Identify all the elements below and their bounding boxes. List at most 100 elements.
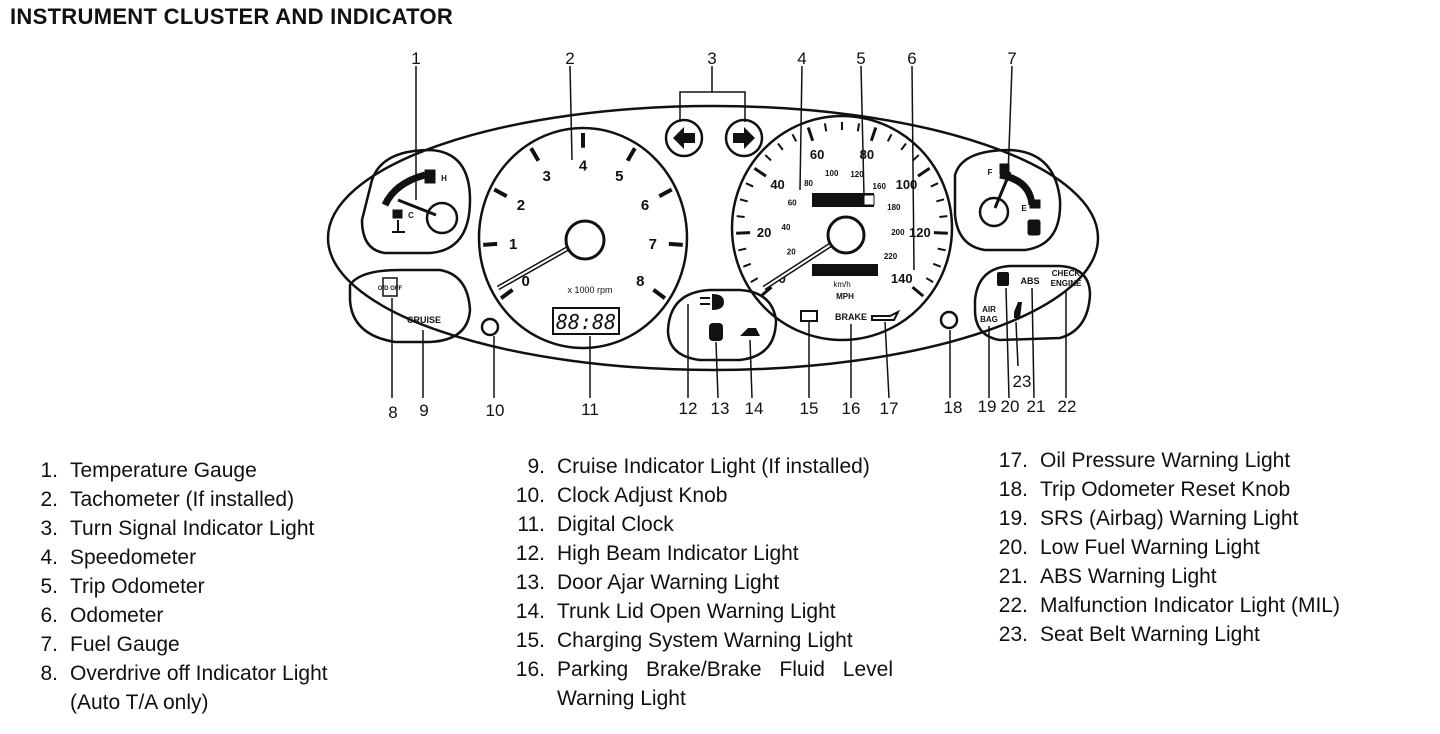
trunk-open-icon bbox=[740, 328, 760, 336]
legend-item: 3. Turn Signal Indicator Light bbox=[20, 514, 328, 543]
legend-item-text: Odometer bbox=[70, 604, 164, 627]
callout-11: 11 bbox=[581, 400, 599, 419]
air-bag-label-2: BAG bbox=[980, 315, 998, 324]
legend-item-text: Low Fuel Warning Light bbox=[1040, 536, 1260, 559]
turn-signal-indicators bbox=[664, 118, 764, 158]
speedometer-mph-label: 100 bbox=[896, 177, 918, 192]
trip-odometer-display bbox=[812, 193, 874, 207]
callout-14: 14 bbox=[745, 399, 764, 418]
legend-item-number: 5. bbox=[40, 575, 58, 598]
legend-item: 6.Odometer bbox=[20, 601, 328, 630]
tachometer-face bbox=[477, 126, 689, 350]
callout-15: 15 bbox=[800, 399, 819, 418]
tachometer-unit: x 1000 rpm bbox=[567, 285, 612, 295]
speedometer-kmh-label: 40 bbox=[782, 223, 791, 232]
speedometer-needle bbox=[762, 215, 866, 291]
callout-18: 18 bbox=[944, 398, 963, 417]
legend-item-number: 14. bbox=[515, 600, 545, 623]
speedometer-tick bbox=[745, 182, 754, 188]
callout-16: 16 bbox=[842, 399, 861, 418]
callout-21: 21 bbox=[1027, 397, 1046, 416]
speedometer-tick bbox=[736, 231, 751, 235]
trip-reset-knob[interactable] bbox=[939, 310, 959, 330]
tachometer-tick-label: 3 bbox=[543, 168, 551, 185]
legend-item-text: Cruise Indicator Light (If installed) bbox=[557, 455, 870, 478]
legend-item-text: Fuel Gauge bbox=[70, 633, 180, 656]
legend-item-number: 16. bbox=[515, 658, 545, 681]
legend-item-text: Door Ajar Warning Light bbox=[557, 571, 780, 594]
speedometer-kmh-label: 200 bbox=[891, 228, 905, 237]
legend-item: 22.Malfunction Indicator Light (MIL) bbox=[988, 591, 1340, 620]
legend-item: 5.Trip Odometer bbox=[20, 572, 328, 601]
tachometer-tick bbox=[668, 241, 683, 247]
air-bag-label-1: AIR bbox=[982, 305, 996, 314]
legend-item-text: Speedometer bbox=[70, 546, 197, 569]
speedometer-tick bbox=[738, 247, 747, 252]
speedometer-tick bbox=[753, 167, 767, 178]
high-beam-icon bbox=[712, 294, 724, 310]
overdrive-off-icon bbox=[382, 277, 398, 297]
legend-item-number: 21. bbox=[998, 565, 1028, 588]
tachometer-tick bbox=[499, 288, 514, 300]
legend-item-number: 4. bbox=[40, 546, 58, 569]
speedometer-tick bbox=[886, 133, 893, 142]
center-pod-icons bbox=[700, 294, 760, 341]
tachometer-tick bbox=[493, 187, 508, 199]
legend-item: 8.Overdrive off Indicator Light bbox=[20, 659, 327, 688]
brake-warning-label: BRAKE bbox=[835, 312, 867, 322]
oil-can-icon bbox=[871, 309, 901, 321]
temp-hot-label: H bbox=[441, 174, 447, 183]
legend-item-number: 1. bbox=[40, 459, 58, 482]
speedometer-tick bbox=[739, 198, 748, 203]
speedometer-tick bbox=[925, 277, 934, 283]
legend-item-number: 3. bbox=[40, 517, 58, 540]
fuel-full-label: F bbox=[988, 168, 993, 177]
speedometer-tick bbox=[912, 154, 920, 162]
temp-cold-label: C bbox=[408, 211, 414, 220]
speedometer-tick bbox=[936, 198, 945, 203]
speedometer-mph-label: 60 bbox=[810, 147, 824, 162]
legend-item-text: Seat Belt Warning Light bbox=[1040, 623, 1260, 646]
callout-8: 8 bbox=[388, 403, 397, 422]
speedometer-tick bbox=[777, 142, 784, 151]
legend-item: 4. Speedometer bbox=[20, 543, 328, 572]
odometer-display bbox=[812, 264, 878, 276]
fuel-gauge bbox=[978, 163, 1041, 236]
cruise-indicator-label: CRUISE bbox=[407, 315, 441, 325]
legend-item: 9.Cruise Indicator Light (If installed) bbox=[505, 452, 893, 481]
speedometer-mph-label: 20 bbox=[757, 225, 771, 240]
legend-item-number: 11. bbox=[517, 513, 545, 536]
callout-6: 6 bbox=[907, 49, 916, 68]
legend-item-text: Oil Pressure Warning Light bbox=[1040, 449, 1291, 472]
cluster-housing bbox=[326, 104, 1100, 372]
speedometer-tick bbox=[764, 154, 772, 162]
callout-12: 12 bbox=[679, 399, 698, 418]
tachometer-tick bbox=[658, 187, 673, 199]
legend-item-number: 10. bbox=[515, 484, 545, 507]
clock-adjust-knob[interactable] bbox=[480, 317, 500, 337]
legend-item-text: Tachometer (If installed) bbox=[70, 488, 295, 511]
temperature-gauge bbox=[381, 169, 459, 235]
temperature-gauge-pod bbox=[360, 148, 472, 255]
legend-item-text: Turn Signal Indicator Light bbox=[70, 517, 315, 540]
tachometer-tick-label: 8 bbox=[636, 273, 644, 290]
check-engine-label-2: ENGINE bbox=[1051, 279, 1082, 288]
tachometer-tick-label: 5 bbox=[615, 168, 623, 185]
speedometer-tick bbox=[869, 127, 878, 142]
speedometer-tick bbox=[823, 123, 828, 132]
tachometer-needle bbox=[496, 219, 606, 291]
digital-clock bbox=[552, 307, 620, 335]
speedometer-tick bbox=[937, 247, 946, 252]
tachometer-tick bbox=[625, 147, 637, 162]
low-fuel-icon bbox=[997, 272, 1009, 286]
legend-item-text: Malfunction Indicator Light (MIL) bbox=[1040, 594, 1340, 617]
callout-3: 3 bbox=[707, 49, 716, 68]
speedometer-kmh-label: 60 bbox=[788, 198, 797, 207]
legend-item: 1.Temperature Gauge bbox=[20, 456, 328, 485]
legend-column-2: 9.Cruise Indicator Light (If installed) 1… bbox=[505, 452, 893, 713]
speedometer-tick bbox=[750, 277, 759, 283]
legend-item-text: Charging System Warning Light bbox=[557, 629, 853, 652]
callout-5: 5 bbox=[856, 49, 865, 68]
speedometer-kmh-label: 80 bbox=[804, 179, 813, 188]
